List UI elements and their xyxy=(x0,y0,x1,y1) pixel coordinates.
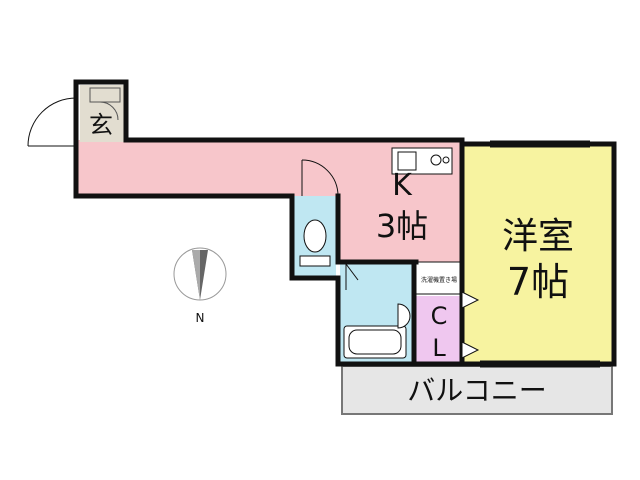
closet-area xyxy=(416,296,462,362)
western-room-label-size: 7帖 xyxy=(507,260,569,304)
washer-space-label: 洗濯機置き場 xyxy=(421,276,457,284)
closet-label-l: L xyxy=(432,334,446,362)
kitchen-label-k: K xyxy=(392,168,413,203)
bathtub-icon xyxy=(343,325,407,359)
shoe-cabinet-icon xyxy=(89,87,121,121)
window-icon xyxy=(480,140,600,368)
bathroom-door-icon xyxy=(345,263,359,290)
toilet-door-icon xyxy=(301,159,339,197)
closet-door-icon xyxy=(461,291,480,359)
washbasin-icon xyxy=(397,303,411,329)
compass-north-label: N xyxy=(196,311,205,325)
toilet-icon xyxy=(299,219,331,267)
western-room-area xyxy=(464,146,612,364)
balcony-label: バルコニー xyxy=(407,374,546,407)
entrance-door-icon xyxy=(27,97,77,147)
compass: N xyxy=(173,247,227,325)
kitchen-counter-icon xyxy=(391,147,453,175)
balcony-area xyxy=(341,365,613,415)
kitchen-label-size: 3帖 xyxy=(376,207,428,245)
entrance-label: 玄 xyxy=(89,111,113,139)
closet-label-c: C xyxy=(431,302,448,330)
walls xyxy=(73,79,617,367)
western-room-label-name: 洋室 xyxy=(502,216,574,257)
